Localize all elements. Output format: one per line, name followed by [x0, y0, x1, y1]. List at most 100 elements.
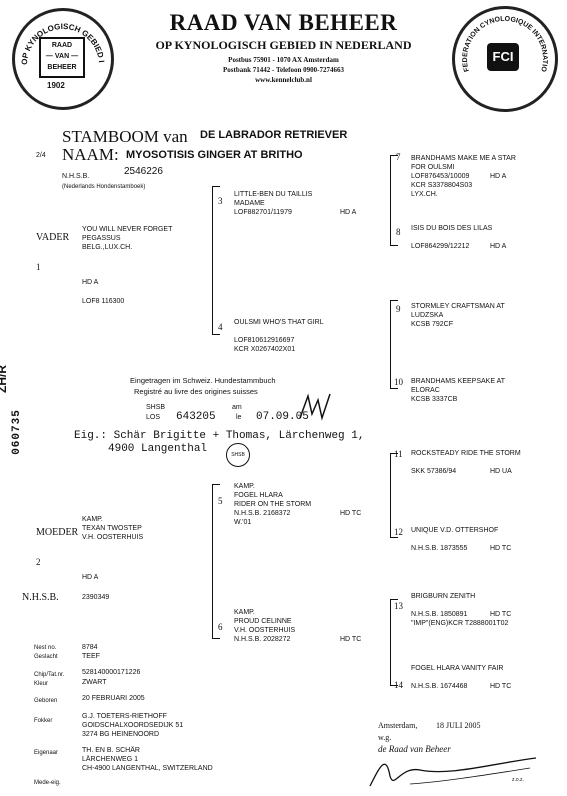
gen3-entry-12: UNIQUE V.D. OTTERSHOF N.H.S.B. 1873555	[411, 527, 499, 552]
detail-label-eigenaar: Eigenaar	[34, 750, 59, 756]
vader-name: YOU WILL NEVER FORGET PEGASSUS BELG.,LUX…	[82, 226, 173, 251]
swiss-stamp-shsb: SHSB	[146, 404, 166, 411]
gen3-hd-7: HD A	[490, 173, 507, 180]
gen3-entry-9: STORMLEY CRAFTSMAN AT LUDZSKA KCSB 792CF	[411, 303, 505, 328]
vader-hd: HD A	[82, 279, 99, 286]
header-address1: Postbus 75901 - 1070 AX Amsterdam	[228, 56, 339, 64]
gen3-num-8: 8	[396, 227, 401, 237]
vader-reg: LOF8 116300	[82, 298, 125, 305]
detail-label-mede-eig: Mede-eig.	[34, 780, 61, 786]
moeder-num: 2	[36, 557, 41, 567]
naam-label: NAAM:	[62, 145, 119, 164]
gen2-hd-5: HD TC	[340, 510, 362, 517]
detail-value-nest: 8784	[82, 644, 98, 651]
signature-initials: z.o.z.	[512, 777, 524, 783]
swiss-stamp-owner-line1: Eig.: Schär Brigitte + Thomas, Lärchenwe…	[74, 430, 365, 442]
bracket-4-bottom	[390, 388, 398, 389]
stamboom-label: STAMBOOM van	[62, 127, 188, 146]
moeder-nhsb-label: N.H.S.B.	[22, 592, 59, 603]
dog-name: MYOSOTISIS GINGER AT BRITHO	[126, 149, 303, 161]
gen2-entry-4: OULSMI WHO'S THAT GIRL LOF810612916697 K…	[234, 319, 324, 353]
gen3-num-12: 12	[394, 527, 403, 537]
gen2-num-4: 4	[218, 322, 223, 332]
bracket-3	[390, 155, 391, 245]
detail-value-geboren: 20 FEBRUARI 2005	[82, 695, 145, 702]
left-seal: OP KYNOLOGISCH GEBIED IN NEDERLAND RAAD …	[12, 8, 114, 110]
detail-label-fokker: Fokker	[34, 718, 53, 724]
gen2-num-5: 5	[218, 496, 223, 506]
left-seal-year: 1902	[47, 81, 65, 90]
header-website: www.kennelclub.nl	[255, 76, 312, 84]
vader-num: 1	[36, 262, 41, 272]
bracket-moeder	[212, 484, 213, 638]
gen3-num-10: 10	[394, 377, 403, 387]
bracket-3-bottom	[390, 245, 398, 246]
bracket-moeder-bottom	[212, 638, 220, 639]
bracket-6-top	[390, 599, 398, 600]
gen3-num-14: 14	[394, 680, 403, 690]
bracket-5-top	[390, 453, 398, 454]
gen3-entry-10: BRANDHAMS KEEPSAKE AT ELORAC KCSB 3337CB	[411, 378, 506, 403]
bracket-5	[390, 453, 391, 537]
gen3-entry-7: BRANDHAMS MAKE ME A STAR FOR OULSMI LOF8…	[411, 155, 516, 198]
moeder-hd: HD A	[82, 574, 99, 581]
gen2-entry-6: KAMP. PROUD CELINNE V.H. OOSTERHUIS N.H.…	[234, 609, 296, 643]
fci-logo-text: FCI	[492, 49, 514, 64]
gen3-num-9: 9	[396, 304, 401, 314]
swiss-stamp-am: am	[232, 404, 242, 411]
moeder-name: KAMP. TEXAN TWOSTEP V.H. OOSTERHUIS	[82, 516, 144, 541]
swiss-stamp-los-number: 643205	[176, 411, 216, 423]
handwritten-signature	[369, 757, 537, 787]
detail-value-geslacht: TEEF	[82, 653, 100, 660]
detail-value-kleur: ZWART	[82, 679, 107, 686]
gen2-entry-5: KAMP. FOGEL HLARA RIDER ON THE STORM N.H…	[234, 483, 312, 526]
detail-value-eigenaar: TH. EN B. SCHÄR LÄRCHENWEG 1 CH-4900 LAN…	[82, 747, 213, 772]
swiss-stamp-line2: Registré au livre des origines suisses	[134, 387, 258, 396]
gen3-num-11: 11	[394, 449, 403, 459]
detail-value-fokker: G.J. TOETERS-RIETHOFF GOIDSCHALXOORDSEDI…	[82, 713, 184, 738]
bracket-4-top	[390, 300, 398, 301]
page-marker: 2/4	[36, 152, 46, 159]
swiss-stamp-date: 07.09.05	[256, 411, 309, 423]
detail-label-kleur: Kleur	[34, 681, 49, 687]
gen3-hd-12: HD TC	[490, 545, 512, 552]
bracket-vader	[212, 186, 213, 334]
gen3-hd-11: HD UA	[490, 468, 512, 475]
vader-label: VADER	[36, 232, 70, 243]
moeder-label: MOEDER	[36, 527, 79, 538]
moeder-reg: 2390349	[82, 594, 110, 601]
header-address2: Postbank 71442 - Telefoon 0900-7274663	[223, 66, 344, 74]
signature-signer: de Raad van Beheer	[378, 744, 451, 754]
gen3-num-7: 7	[396, 152, 401, 162]
swiss-stamp-line1: Eingetragen im Schweiz. Hundestammbuch	[130, 376, 276, 385]
gen3-entry-8: ISIS DU BOIS DES LILAS LOF864299/12212	[411, 225, 493, 250]
swiss-stamp-seal-text: SHSB	[231, 452, 245, 458]
right-seal-badge: FCI	[487, 43, 519, 71]
bracket-6-bottom	[390, 685, 398, 686]
swiss-stamp-signature	[299, 393, 331, 421]
breed-name: DE LABRADOR RETRIEVER	[200, 129, 348, 141]
gen3-hd-8: HD A	[490, 243, 507, 250]
bracket-5-bottom	[390, 537, 398, 538]
gen3-entry-14: FOGEL HLARA VANITY FAIR N.H.S.B. 1674468	[411, 665, 504, 690]
detail-label-geboren: Geboren	[34, 698, 58, 704]
detail-label-chip: Chip/Tat.nr.	[34, 672, 65, 678]
gen2-hd-6: HD TC	[340, 636, 362, 643]
right-seal: FEDERATION CYNOLOGIQUE INTERNATIONALE FC…	[452, 6, 558, 112]
bracket-moeder-top	[212, 484, 220, 485]
header-subtitle: OP KYNOLOGISCH GEBIED IN NEDERLAND	[155, 38, 412, 52]
header-title: RAAD VAN BEHEER	[169, 10, 398, 35]
swiss-stamp-le: le	[236, 414, 242, 421]
bracket-3-top	[390, 155, 398, 156]
gen3-num-13: 13	[394, 601, 403, 611]
gen3-hd-14: HD TC	[490, 683, 512, 690]
gen3-entry-13: BRIGBURN ZENITH N.H.S.B. 1850891 "IMP"(E…	[411, 593, 509, 627]
side-stamp-number: 060735	[10, 409, 23, 455]
swiss-stamp-los: LOS	[146, 414, 161, 421]
nhsb-note: (Nederlands Hondenstamboek)	[62, 184, 146, 190]
detail-value-chip: 528140000171226	[82, 669, 141, 676]
nhsb-number: 2546226	[124, 166, 163, 177]
signature-place: Amsterdam,	[378, 721, 418, 730]
bracket-4	[390, 300, 391, 388]
detail-label-geslacht: Geslacht	[34, 654, 58, 660]
